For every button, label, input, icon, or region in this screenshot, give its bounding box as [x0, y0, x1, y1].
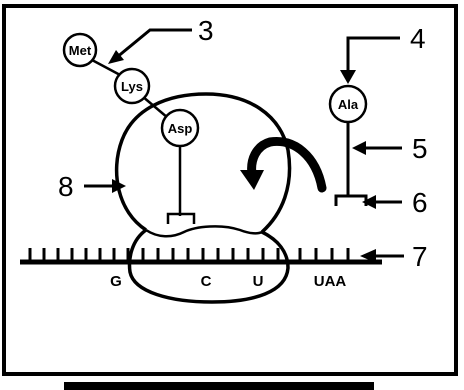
met-label: Met	[69, 43, 92, 58]
amino-acid-ala: Ala	[330, 86, 366, 122]
amino-acid-lys: Lys	[115, 69, 149, 103]
lys-label: Lys	[121, 79, 143, 94]
base-g: G	[110, 273, 122, 290]
bottom-bar	[64, 382, 374, 390]
label-7: 7	[412, 241, 428, 272]
mrna-strand	[20, 248, 382, 262]
label-4: 4	[410, 23, 426, 54]
pointer-3: 3	[108, 15, 214, 64]
ala-label: Ala	[338, 97, 359, 112]
pointer-5: 5	[352, 133, 428, 164]
base-c: C	[201, 273, 212, 290]
rotation-arrow-icon	[240, 141, 322, 190]
base-stop-codon: UAA	[314, 273, 347, 290]
pointer-7: 7	[360, 241, 428, 272]
pointer-6: 6	[362, 187, 428, 218]
ribosome-p-site	[146, 226, 262, 236]
label-5: 5	[412, 133, 428, 164]
ribosome	[117, 94, 290, 302]
ribosome-small-subunit	[130, 230, 288, 302]
label-3: 3	[198, 15, 214, 46]
label-8: 8	[58, 171, 74, 202]
amino-acid-asp: Asp	[162, 110, 198, 146]
incoming-trna	[336, 122, 366, 206]
ribosome-large-subunit	[117, 94, 290, 232]
pointer-4: 4	[340, 23, 426, 84]
label-6: 6	[412, 187, 428, 218]
trna-p-site	[168, 146, 194, 224]
amino-acid-met: Met	[64, 34, 96, 66]
asp-label: Asp	[168, 121, 193, 136]
base-u: U	[253, 273, 264, 290]
